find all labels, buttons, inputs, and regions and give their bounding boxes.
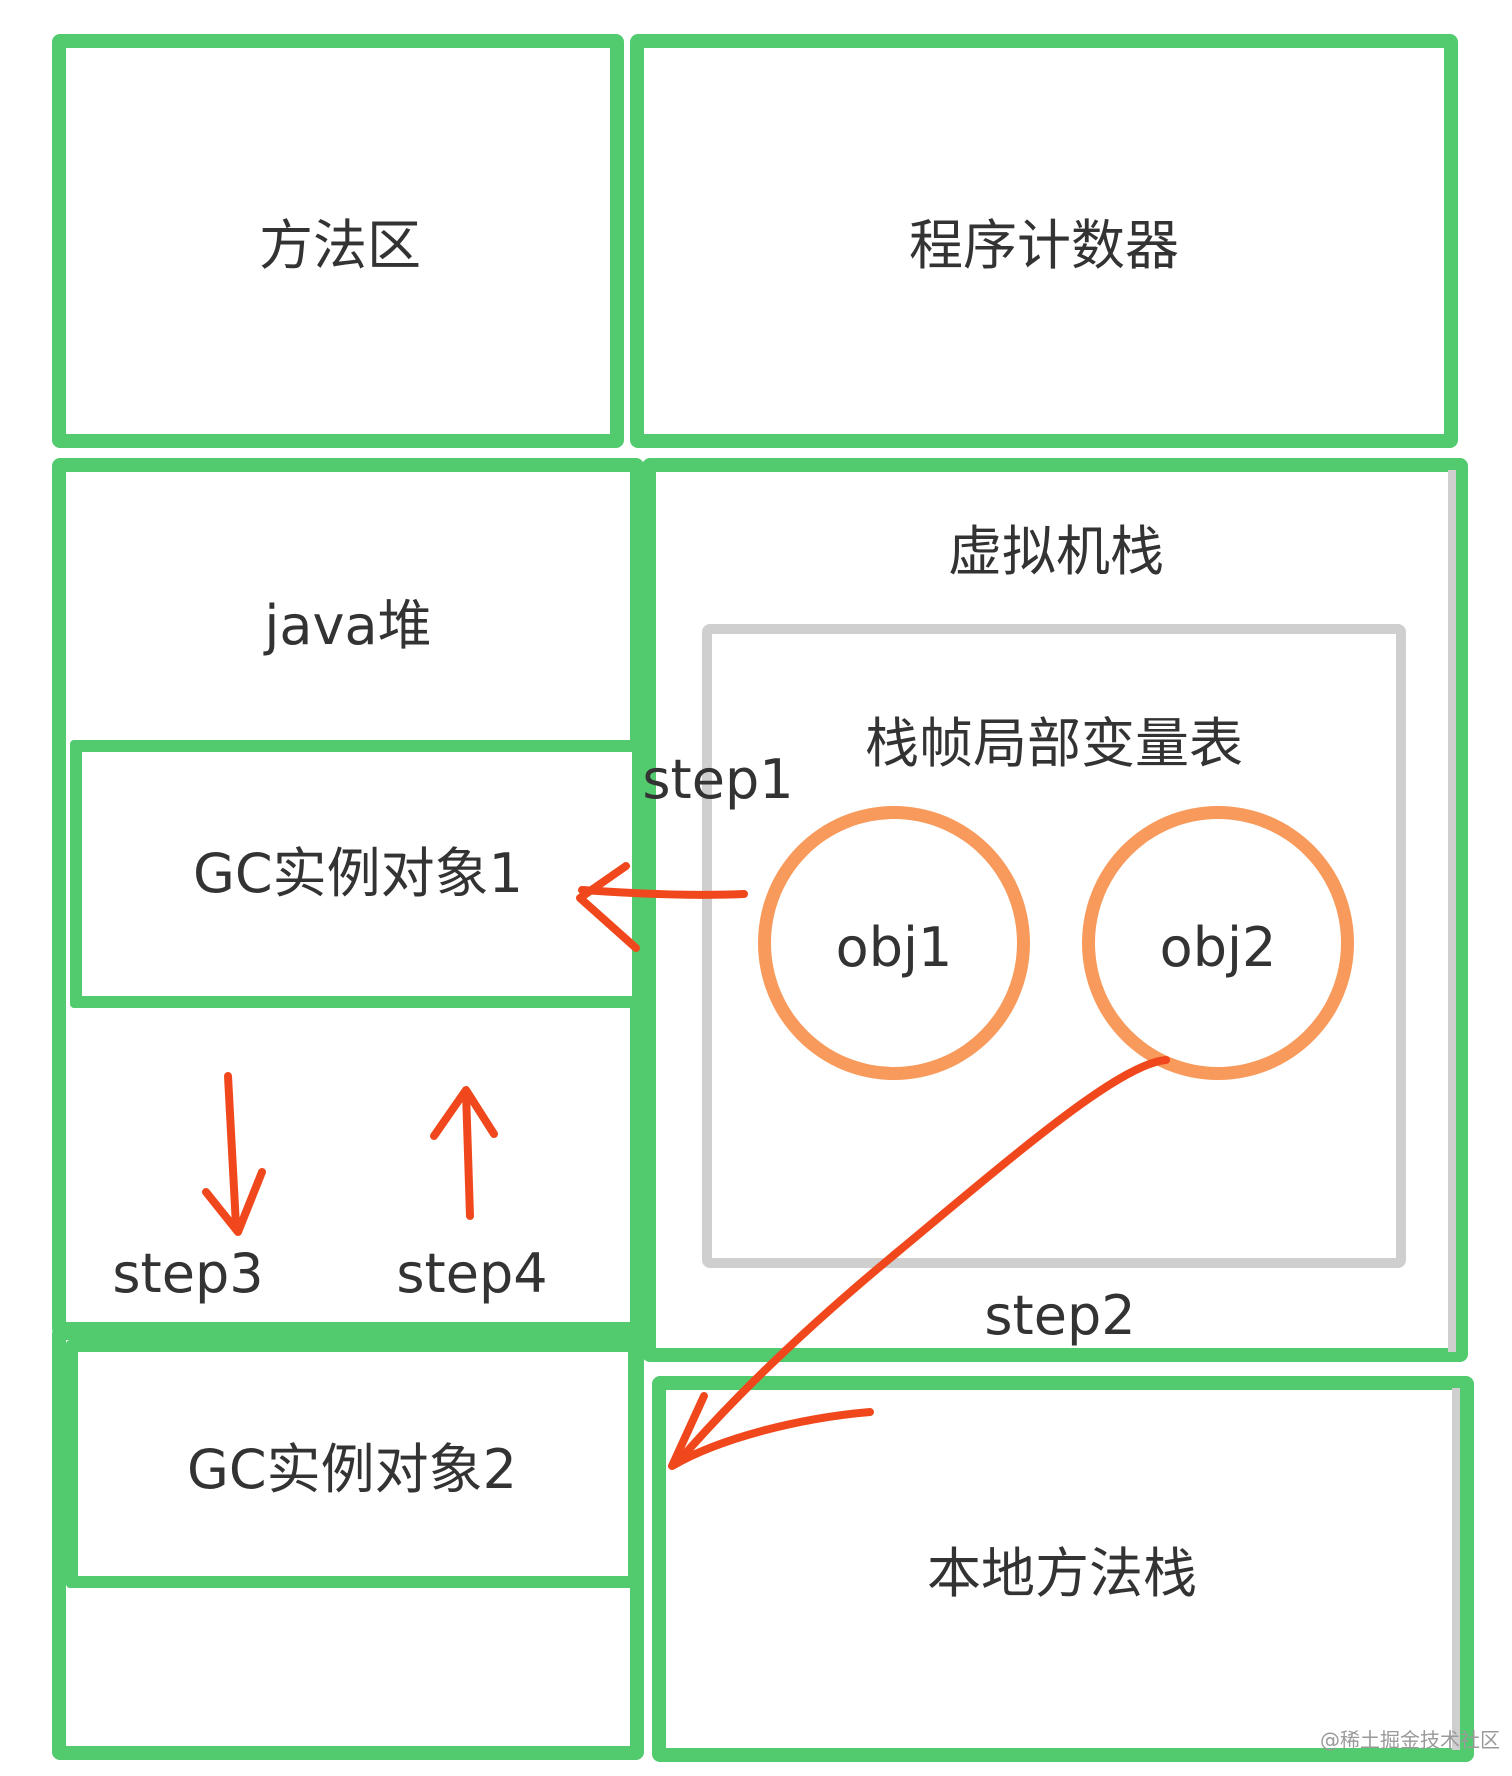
- step1-label: step1: [642, 748, 794, 811]
- native-stack-shadow-edge: [1452, 1388, 1460, 1750]
- gc-object-1-box: [70, 740, 644, 1008]
- step4-label: step4: [396, 1242, 548, 1305]
- watermark: @稀土掘金技术社区: [1320, 1728, 1500, 1752]
- vm-stack-label: 虚拟机栈: [948, 520, 1164, 583]
- gc-object-2-box: [66, 1340, 640, 1588]
- method-area-box: [52, 34, 624, 448]
- gc-object-1-label: GC实例对象1: [193, 842, 523, 905]
- native-method-stack-label: 本地方法栈: [927, 1542, 1197, 1605]
- step3-label: step3: [112, 1242, 264, 1305]
- obj2-label: obj2: [1159, 916, 1277, 979]
- vm-stack-shadow-edge: [1448, 470, 1456, 1352]
- obj1-label: obj1: [835, 916, 953, 979]
- java-heap-label: java堆: [264, 594, 432, 657]
- program-counter-label: 程序计数器: [909, 214, 1179, 277]
- program-counter-box: [630, 34, 1458, 448]
- method-area-label: 方法区: [259, 214, 421, 277]
- gc-object-2-label: GC实例对象2: [187, 1438, 517, 1501]
- step2-label: step2: [984, 1284, 1136, 1347]
- stack-frame-title: 栈帧局部变量表: [865, 712, 1243, 775]
